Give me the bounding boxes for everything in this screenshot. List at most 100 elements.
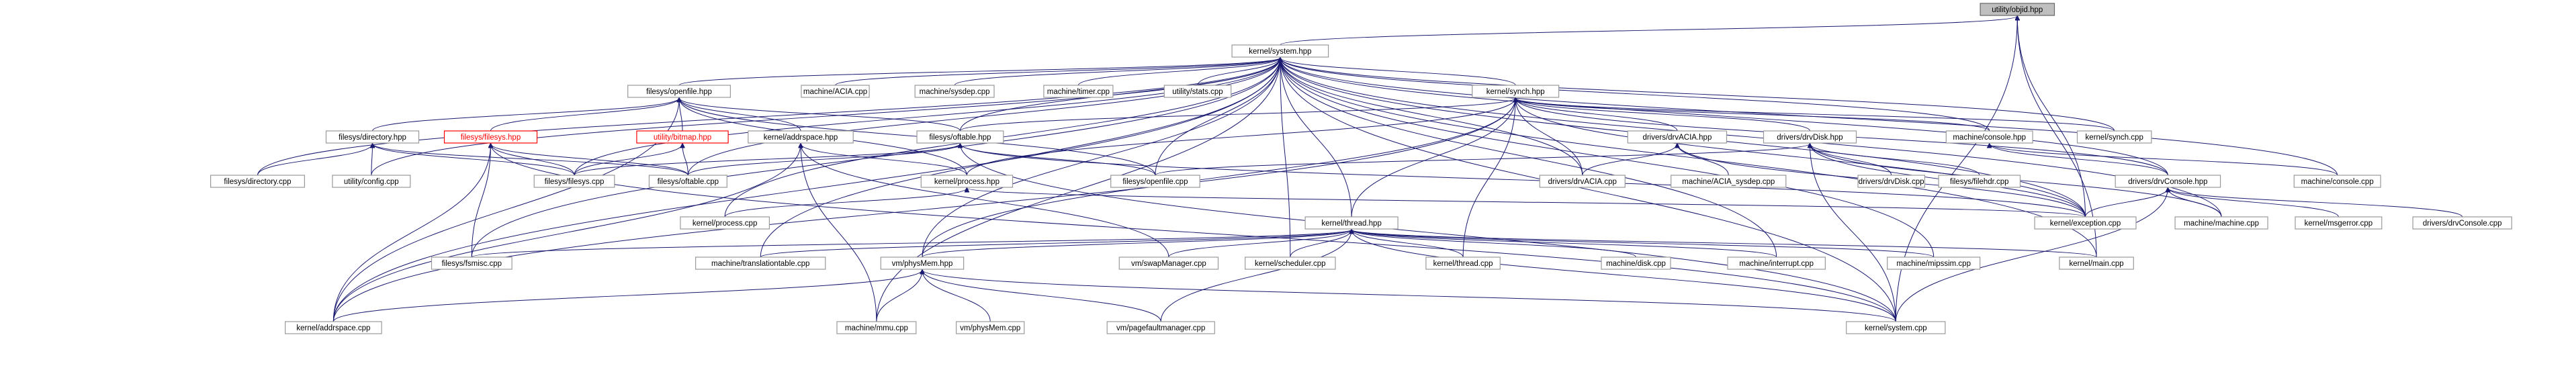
node-n40[interactable]: kernel/thread.cpp [1425, 256, 1501, 270]
node-n21[interactable]: kernel/process.hpp [920, 175, 1014, 188]
node-n26[interactable]: filesys/filehdr.cpp [1938, 175, 2021, 188]
node-box[interactable] [914, 85, 995, 98]
node-n0[interactable]: utility/objid.hpp [1980, 3, 2055, 16]
node-n8[interactable]: filesys/directory.hpp [325, 130, 420, 144]
node-box[interactable] [1231, 44, 1329, 58]
node-box[interactable] [1539, 175, 1626, 188]
node-box[interactable] [916, 130, 1004, 144]
node-box[interactable] [1980, 3, 2055, 16]
node-box[interactable] [431, 256, 513, 270]
node-box[interactable] [1671, 175, 1787, 188]
node-box[interactable] [2059, 256, 2134, 270]
node-box[interactable] [2174, 216, 2268, 230]
node-n13[interactable]: drivers/drvACIA.hpp [1627, 130, 1728, 144]
node-box[interactable] [1425, 256, 1501, 270]
node-box[interactable] [920, 175, 1014, 188]
node-n1[interactable]: kernel/system.hpp [1231, 44, 1329, 58]
node-n42[interactable]: machine/interrupt.cpp [1727, 256, 1826, 270]
node-n4[interactable]: machine/sysdep.cpp [914, 85, 995, 98]
node-box[interactable] [2034, 216, 2137, 230]
node-box[interactable] [2076, 130, 2152, 144]
node-box[interactable] [1727, 256, 1826, 270]
node-n32[interactable]: machine/machine.cpp [2174, 216, 2268, 230]
node-box[interactable] [1763, 130, 1857, 144]
node-n28[interactable]: machine/console.cpp [2293, 175, 2381, 188]
node-box[interactable] [1601, 256, 1671, 270]
node-n22[interactable]: filesys/openfile.cpp [1110, 175, 1200, 188]
node-box[interactable] [1245, 256, 1336, 270]
node-n48[interactable]: vm/pagefaultmanager.cpp [1106, 321, 1215, 334]
node-box[interactable] [2412, 216, 2512, 230]
node-box[interactable] [1945, 130, 2033, 144]
node-n41[interactable]: machine/disk.cpp [1601, 256, 1671, 270]
node-box[interactable] [880, 256, 965, 270]
node-box[interactable] [1304, 216, 1398, 230]
node-box[interactable] [2295, 216, 2383, 230]
node-box[interactable] [748, 130, 854, 144]
node-n20[interactable]: filesys/oftable.cpp [648, 175, 727, 188]
node-n37[interactable]: vm/physMem.hpp [880, 256, 965, 270]
node-box[interactable] [285, 321, 382, 334]
node-box[interactable] [836, 321, 917, 334]
node-box[interactable] [1627, 130, 1728, 144]
node-box[interactable] [533, 175, 615, 188]
node-box[interactable] [1857, 175, 1926, 188]
node-n19[interactable]: filesys/filesys.cpp [533, 175, 615, 188]
node-box[interactable] [210, 175, 306, 188]
node-box[interactable] [695, 256, 826, 270]
node-box[interactable] [955, 321, 1025, 334]
node-box[interactable] [332, 175, 411, 188]
node-n45[interactable]: kernel/addrspace.cpp [285, 321, 382, 334]
node-box[interactable] [636, 130, 729, 144]
node-box[interactable] [1043, 85, 1114, 98]
node-n49[interactable]: kernel/system.cpp [1846, 321, 1946, 334]
node-n10[interactable]: utility/bitmap.hpp [636, 130, 729, 144]
node-n35[interactable]: filesys/fsmisc.cpp [431, 256, 513, 270]
node-n7[interactable]: kernel/synch.hpp [1472, 85, 1560, 98]
node-n14[interactable]: drivers/drvDisk.hpp [1763, 130, 1857, 144]
node-box[interactable] [443, 130, 538, 144]
node-n12[interactable]: filesys/oftable.hpp [916, 130, 1004, 144]
node-box[interactable] [1118, 256, 1219, 270]
node-n34[interactable]: drivers/drvConsole.cpp [2412, 216, 2512, 230]
node-box[interactable] [2293, 175, 2381, 188]
node-n36[interactable]: machine/translationtable.cpp [695, 256, 826, 270]
node-box[interactable] [648, 175, 727, 188]
node-box[interactable] [627, 85, 731, 98]
node-n43[interactable]: machine/mipssim.cpp [1887, 256, 1981, 270]
node-box[interactable] [801, 85, 870, 98]
node-n18[interactable]: utility/config.cpp [332, 175, 411, 188]
node-n38[interactable]: vm/swapManager.cpp [1118, 256, 1219, 270]
node-n30[interactable]: kernel/thread.hpp [1304, 216, 1398, 230]
node-n44[interactable]: kernel/main.cpp [2059, 256, 2134, 270]
node-n25[interactable]: drivers/drvDisk.cpp [1857, 175, 1926, 188]
node-box[interactable] [1846, 321, 1946, 334]
node-box[interactable] [1887, 256, 1981, 270]
node-n24[interactable]: machine/ACIA_sysdep.cpp [1671, 175, 1787, 188]
node-n16[interactable]: kernel/synch.cpp [2076, 130, 2152, 144]
node-n2[interactable]: filesys/openfile.hpp [627, 85, 731, 98]
node-box[interactable] [1472, 85, 1560, 98]
node-n39[interactable]: kernel/scheduler.cpp [1245, 256, 1336, 270]
node-n15[interactable]: machine/console.hpp [1945, 130, 2033, 144]
node-box[interactable] [1110, 175, 1200, 188]
node-n23[interactable]: drivers/drvACIA.cpp [1539, 175, 1626, 188]
node-box[interactable] [1163, 85, 1232, 98]
node-n11[interactable]: kernel/addrspace.hpp [748, 130, 854, 144]
node-n9[interactable]: filesys/filesys.hpp [443, 130, 538, 144]
node-box[interactable] [1938, 175, 2021, 188]
node-n27[interactable]: drivers/drvConsole.hpp [2115, 175, 2221, 188]
node-n6[interactable]: utility/stats.cpp [1163, 85, 1232, 98]
node-box[interactable] [325, 130, 420, 144]
node-n29[interactable]: kernel/process.cpp [680, 216, 770, 230]
node-n5[interactable]: machine/timer.cpp [1043, 85, 1114, 98]
node-n17[interactable]: filesys/directory.cpp [210, 175, 306, 188]
node-box[interactable] [680, 216, 770, 230]
node-n33[interactable]: kernel/msgerror.cpp [2295, 216, 2383, 230]
node-n3[interactable]: machine/ACIA.cpp [801, 85, 870, 98]
node-n46[interactable]: machine/mmu.cpp [836, 321, 917, 334]
node-n31[interactable]: kernel/exception.cpp [2034, 216, 2137, 230]
node-n47[interactable]: vm/physMem.cpp [955, 321, 1025, 334]
node-box[interactable] [2115, 175, 2221, 188]
node-box[interactable] [1106, 321, 1215, 334]
